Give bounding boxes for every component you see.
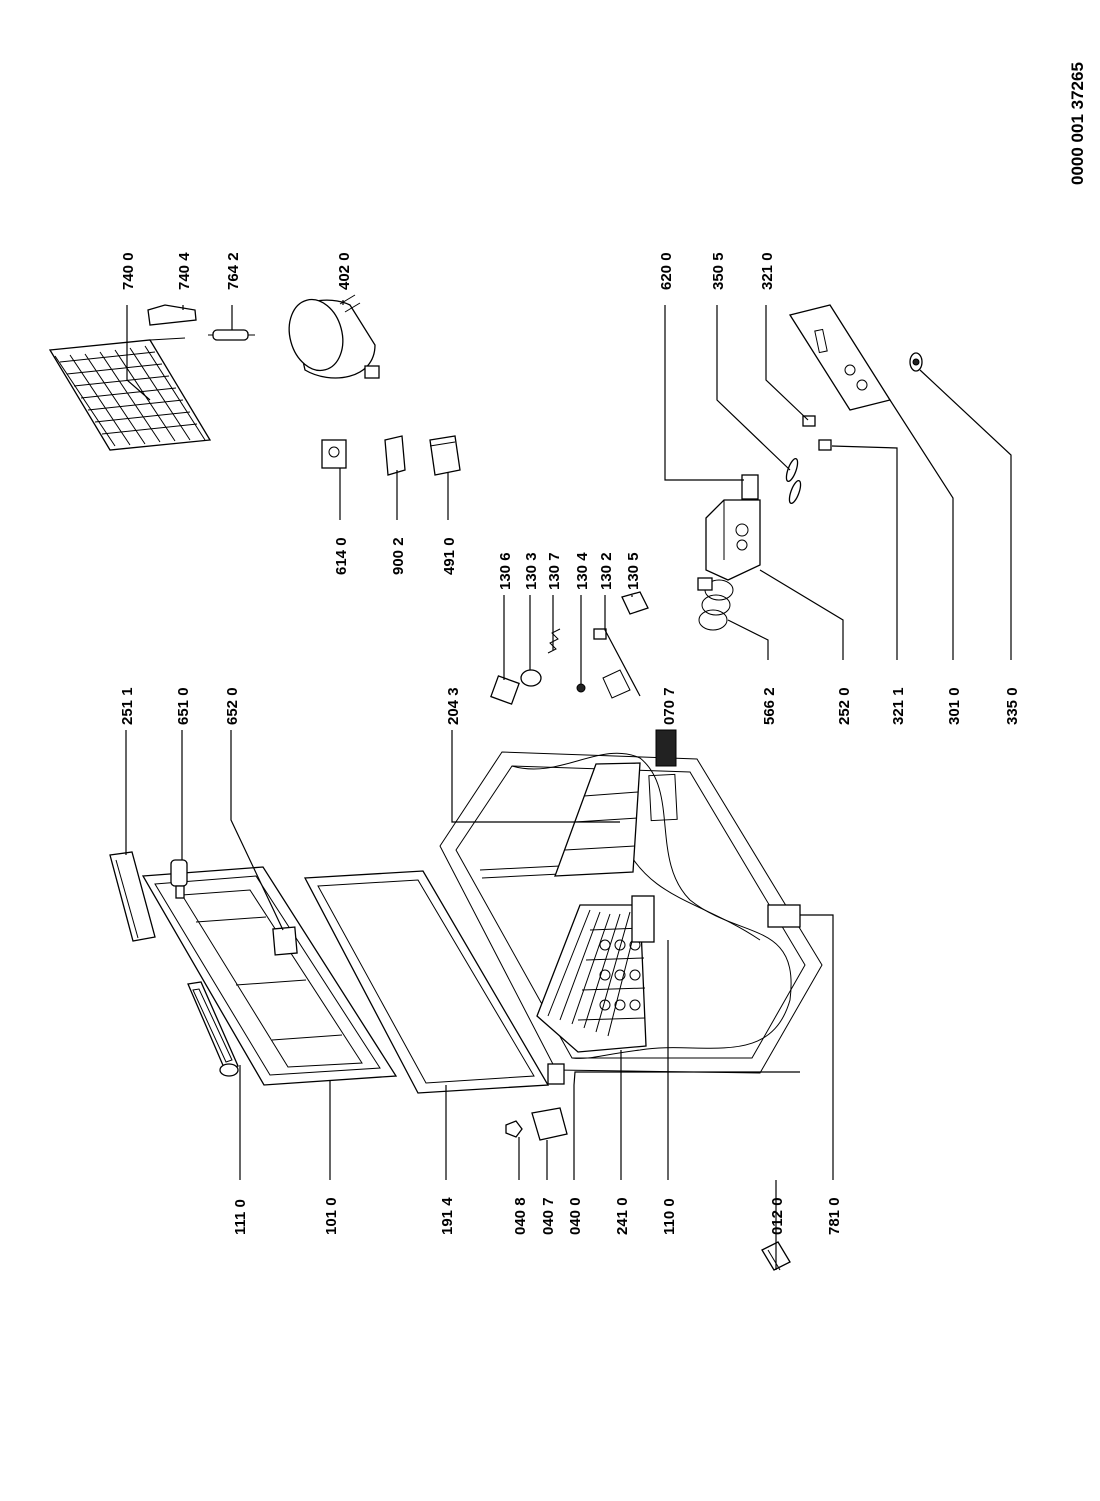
label-321: 321 0 [759, 252, 776, 290]
label-9002: 900 2 [390, 537, 407, 575]
label-3211: 321 1 [890, 687, 907, 725]
control-panel-drawing [788, 304, 892, 411]
label-110: 110 0 [661, 1198, 678, 1235]
label-781: 781 0 [826, 1197, 843, 1235]
lamp-drawing [170, 859, 188, 899]
part-labels: 111 0 101 0 191 4 040 8 040 7 040 0 241 … [119, 252, 1021, 1235]
compressor-drawing [288, 294, 380, 379]
lid-drawing [141, 866, 398, 1086]
small-parts-left [505, 1107, 791, 1271]
label-1302: 130 2 [598, 552, 615, 590]
cabinet-drawing [439, 751, 823, 1085]
cover-251-drawing [109, 851, 156, 942]
label-491: 491 0 [441, 537, 458, 575]
label-620: 620 0 [658, 252, 675, 290]
label-101: 101 0 [323, 1197, 340, 1235]
label-1304: 130 4 [574, 552, 591, 590]
small-parts-321 [802, 415, 832, 451]
label-5662: 566 2 [761, 687, 778, 725]
relay-620-drawing [741, 474, 759, 500]
gasket-drawing [303, 870, 550, 1094]
label-740: 740 0 [120, 252, 137, 290]
label-7642: 764 2 [225, 252, 242, 290]
label-0707: 070 7 [661, 687, 678, 725]
label-1303: 130 3 [523, 552, 540, 590]
drier-drawing [208, 329, 255, 341]
label-335: 335 0 [1004, 687, 1021, 725]
label-241: 241 0 [614, 1197, 631, 1235]
small-parts-130 [490, 591, 649, 705]
label-2043: 204 3 [445, 687, 462, 725]
thermostat-coil-drawing [697, 577, 734, 631]
label-402: 402 0 [336, 252, 353, 290]
label-301: 301 0 [946, 687, 963, 725]
condenser-drawing [48, 337, 212, 451]
label-7404: 740 4 [176, 252, 193, 290]
label-0408: 040 8 [512, 1197, 529, 1235]
label-1306: 130 6 [497, 552, 514, 590]
capacitor-drawing [785, 457, 802, 505]
grille-drawing [655, 729, 677, 767]
small-parts-upper [321, 435, 461, 476]
label-1305: 130 5 [625, 552, 642, 590]
handle-drawing [187, 981, 239, 1077]
basket-drawing [536, 895, 655, 1053]
label-0407: 040 7 [540, 1197, 557, 1235]
document-number: 0000 001 37265 [1068, 62, 1087, 185]
leader-lines [125, 300, 1012, 1270]
label-012: 012 0 [769, 1197, 786, 1235]
label-614: 614 0 [333, 537, 350, 575]
label-111: 111 0 [232, 1199, 249, 1235]
label-1914: 191 4 [439, 1197, 456, 1235]
label-652: 652 0 [224, 687, 241, 725]
label-252: 252 0 [836, 687, 853, 725]
bracket-drawing [147, 304, 197, 326]
label-2511: 251 1 [119, 687, 136, 725]
label-651: 651 0 [175, 687, 192, 725]
label-0400: 040 0 [567, 1197, 584, 1235]
knob-drawing [909, 352, 923, 372]
control-box-drawing [705, 499, 761, 581]
label-3505: 350 5 [710, 252, 727, 290]
label-1307: 130 7 [546, 552, 563, 590]
